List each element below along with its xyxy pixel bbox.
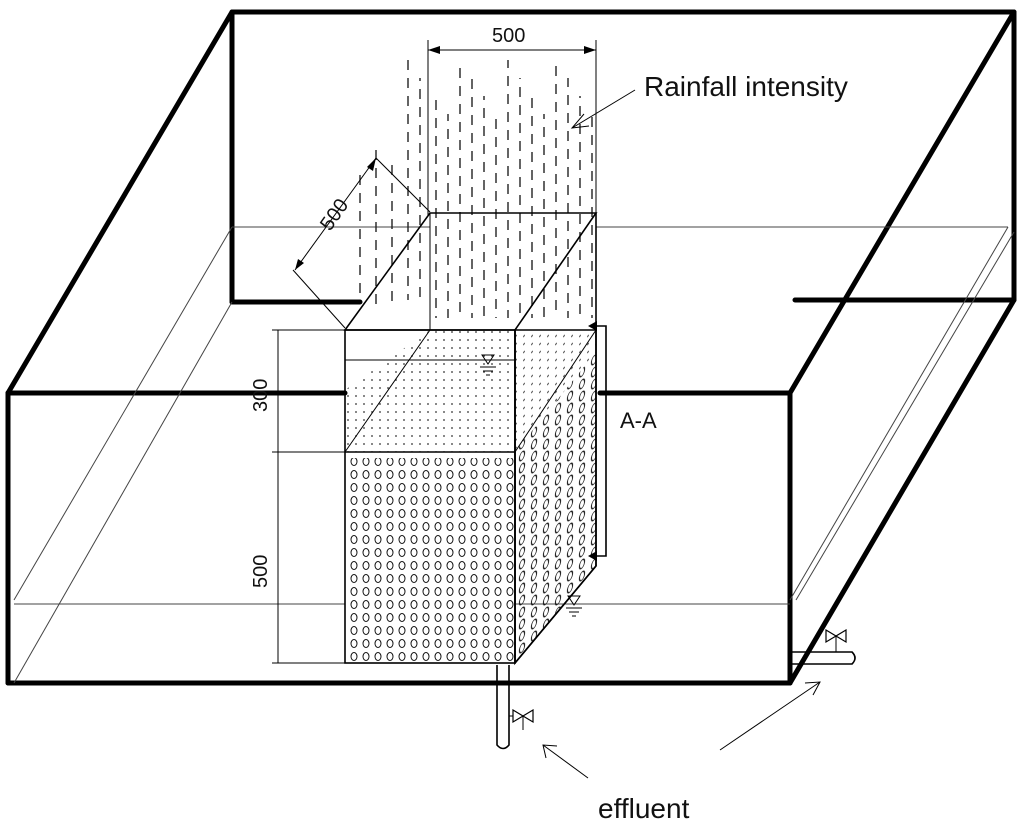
dimension-vertical (272, 329, 345, 664)
perforated-front (345, 458, 515, 663)
dimension-lower-label: 500 (250, 555, 272, 588)
column-top-face (343, 212, 598, 331)
water-level-symbols (480, 354, 582, 617)
outer-tank (5, 9, 1017, 686)
effluent-label: effluent (598, 793, 690, 824)
tank-back-edge (229, 9, 1017, 305)
tank-left-top-edge (5, 9, 235, 396)
rainfall-lines (359, 60, 593, 318)
inner-column (343, 212, 598, 666)
rainfall-label: Rainfall intensity (644, 71, 848, 102)
dimension-side-label: 500 (316, 195, 353, 235)
dimension-upper-label: 300 (250, 379, 272, 412)
soil-upper-front (345, 330, 515, 452)
dimension-top-label: 500 (492, 25, 525, 47)
section-label: A-A (620, 408, 657, 433)
water-level-lines (13, 226, 1015, 684)
effluent-arrows (542, 681, 821, 779)
dimension-top (427, 40, 597, 215)
bottom-drain-pipe (496, 665, 534, 750)
section-marker (588, 321, 607, 561)
tank-right-top-edge (787, 9, 1017, 396)
tank-right-bottom-edge (787, 297, 1017, 686)
perforated-side (515, 352, 596, 663)
rainfall-arrow (570, 89, 636, 129)
dimension-side (292, 157, 431, 329)
side-drain-pipe (792, 628, 856, 665)
